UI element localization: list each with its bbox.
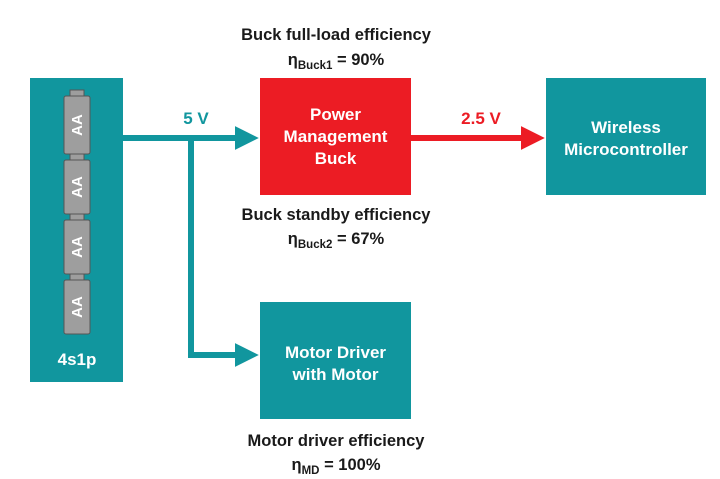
battery-pack: AA AA AA AA 4s1p [30,78,123,382]
aa-cell-2: AA [63,153,91,215]
motor-label-line1: Motor Driver [285,343,386,362]
aa-cell-label: AA [69,236,86,258]
buck-standby-value: ηBuck2 = 67% [288,230,385,251]
battery-label: 4s1p [58,350,97,369]
output-voltage-label: 2.5 V [461,109,501,128]
buck-full-load-title: Buck full-load efficiency [241,26,432,44]
aa-cell-label: AA [69,114,86,136]
buck-box [260,78,411,195]
aa-cell-label: AA [69,296,86,318]
buck-label-line2: Management [284,127,388,146]
motor-driver: Motor Driver with Motor [260,302,411,419]
aa-cell-4: AA [63,273,91,335]
aa-cell-3: AA [63,213,91,275]
buck-label-line3: Buck [315,149,357,168]
supply-rail: 5 V [123,109,259,367]
buck-full-load-efficiency: Buck full-load efficiency ηBuck1 = 90% [241,26,432,72]
buck-standby-title: Buck standby efficiency [242,206,432,224]
mcu-label-line1: Wireless [591,118,661,137]
output-rail: 2.5 V [411,109,545,150]
buck-full-load-value: ηBuck1 = 90% [288,51,385,72]
motor-driver-efficiency-title: Motor driver efficiency [248,432,426,450]
motor-driver-efficiency-value: ηMD = 100% [292,456,381,477]
motor-box [260,302,411,419]
input-voltage-label: 5 V [183,109,209,128]
aa-cell-1: AA [63,89,91,155]
wireless-mcu: Wireless Microcontroller [546,78,706,195]
aa-cell-label: AA [69,176,86,198]
buck-converter: Power Management Buck [260,78,411,195]
mcu-label-line2: Microcontroller [564,140,688,159]
buck-standby-efficiency: Buck standby efficiency ηBuck2 = 67% [242,206,432,251]
motor-label-line2: with Motor [292,365,379,384]
mcu-box [546,78,706,195]
motor-driver-efficiency: Motor driver efficiency ηMD = 100% [248,432,426,477]
buck-label-line1: Power [310,105,361,124]
